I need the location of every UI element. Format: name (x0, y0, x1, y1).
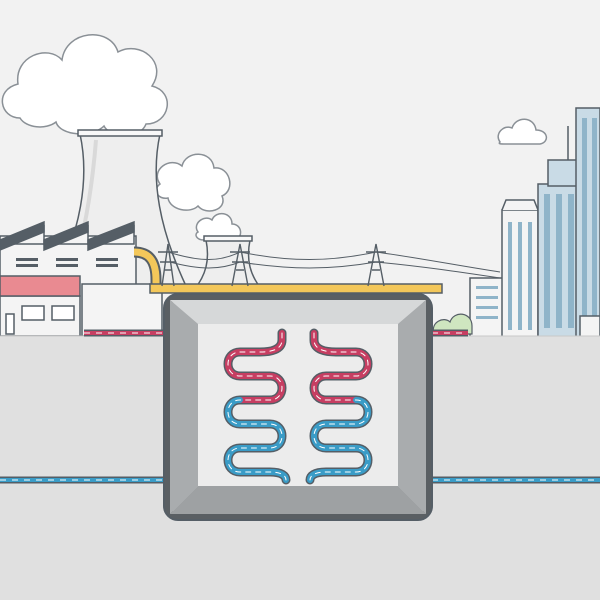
thermal-storage-icon (163, 293, 433, 521)
power-pylon-icon (158, 243, 501, 287)
steam-cloud-icon (1, 34, 242, 241)
skyscraper-icon (469, 107, 600, 339)
house-icon (0, 275, 81, 337)
shrub-icon (432, 313, 473, 335)
cloud-icon (497, 118, 548, 145)
heat-exchanger-coil-icon (223, 328, 373, 485)
